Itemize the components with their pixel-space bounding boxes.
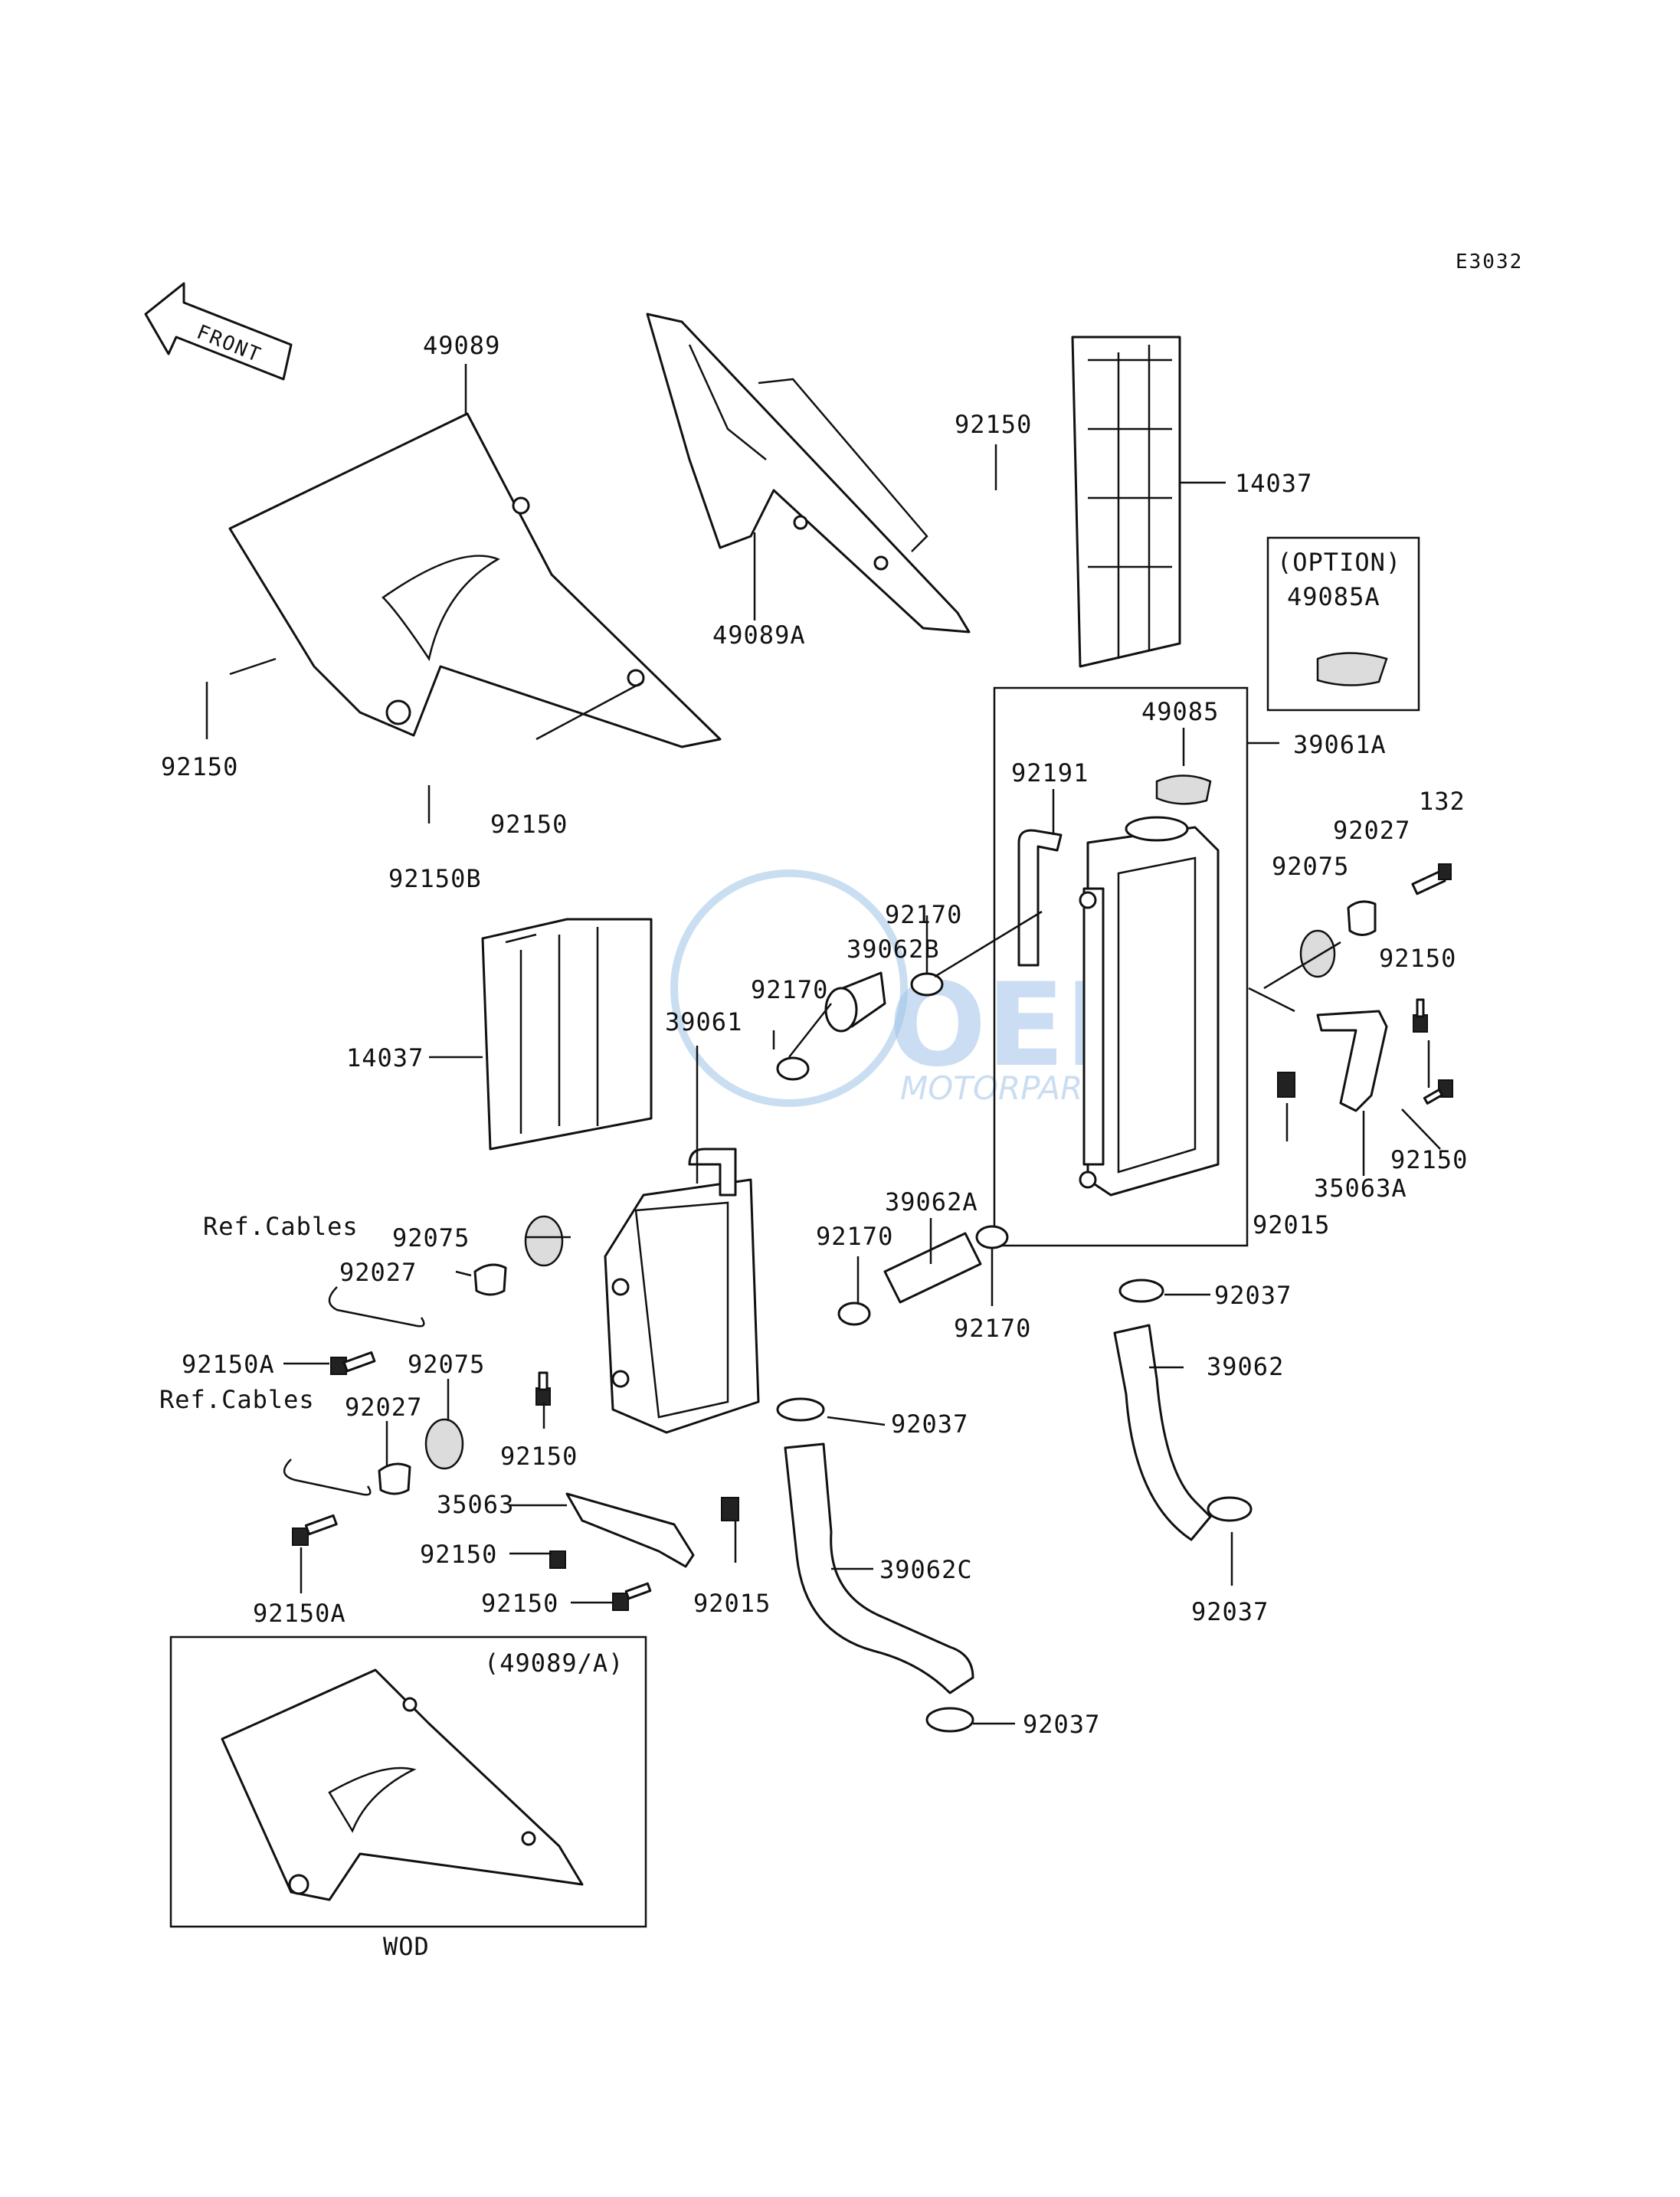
label-92037-right-1: 92037 — [1214, 1281, 1292, 1310]
label-39062: 39062 — [1207, 1352, 1284, 1381]
bolt-left-mid-icon — [535, 1371, 551, 1406]
grommet-left-lower — [424, 1418, 464, 1470]
radiator-left — [604, 1148, 760, 1434]
grommet-left-upper — [524, 1215, 564, 1267]
variant-title: (49089/A) — [484, 1649, 624, 1678]
clamp-92170-b — [776, 1056, 810, 1081]
clamp-bottom — [925, 1707, 974, 1733]
overflow-hose — [1017, 829, 1063, 967]
label-92037-bottom: 92037 — [1023, 1710, 1100, 1739]
label-92150-bottom-2: 92150 — [481, 1589, 558, 1618]
label-92037-right-2: 92037 — [1191, 1597, 1269, 1626]
label-92150A-2: 92150A — [253, 1599, 346, 1628]
label-92170-b: 92170 — [751, 975, 828, 1004]
label-92027-right: 92027 — [1333, 816, 1410, 845]
collar-right — [1347, 900, 1377, 936]
hose-39062b-end — [824, 987, 858, 1033]
option-title: (OPTION) — [1277, 548, 1401, 577]
label-92150-left-mid: 92150 — [500, 1442, 578, 1471]
clamp-right-lower — [1207, 1496, 1253, 1522]
cable-clip-upper — [328, 1286, 425, 1328]
bolt-92150a-lower-icon — [292, 1514, 338, 1546]
bolt-right-lower-icon — [1423, 1079, 1453, 1105]
clip-mid — [721, 1497, 739, 1521]
variant-caption: WOD — [383, 1932, 430, 1961]
clip-right — [1277, 1072, 1295, 1098]
label-92150B: 92150B — [388, 864, 482, 893]
bracket-left — [565, 1492, 695, 1568]
label-92150-right-2: 92150 — [1390, 1145, 1468, 1174]
bolt-132-icon — [1411, 863, 1452, 895]
clamp-right-upper — [1118, 1279, 1164, 1303]
label-132: 132 — [1419, 787, 1465, 816]
label-92075-left-2: 92075 — [408, 1350, 485, 1379]
label-92037-mid: 92037 — [891, 1410, 968, 1439]
label-39062B: 39062B — [847, 935, 940, 964]
radiator-grille-right — [1071, 336, 1181, 668]
label-92015-right: 92015 — [1253, 1210, 1330, 1239]
radiator-shroud — [228, 412, 722, 748]
bolt-92150a-upper-icon — [330, 1351, 376, 1375]
label-92150-mid: 92150 — [490, 810, 568, 839]
clamp-92170-d — [975, 1225, 1009, 1249]
label-92170-d: 92170 — [954, 1314, 1031, 1343]
clamp-mid — [776, 1397, 825, 1422]
leader-lines — [205, 364, 1441, 1725]
label-35063A: 35063A — [1314, 1174, 1407, 1203]
label-92150-right-1: 92150 — [1379, 944, 1456, 973]
label-92150-left: 92150 — [161, 752, 238, 781]
part-labels: 49089 49089A 92150 14037 92150 92150 921… — [159, 331, 1468, 1739]
variant-box: (49089/A) WOD — [169, 1635, 647, 1961]
radiator-grille-left — [481, 918, 653, 1151]
radiator-hose-right — [1113, 1324, 1212, 1541]
label-92075-right: 92075 — [1272, 852, 1349, 881]
grommet-right — [1299, 929, 1336, 978]
clamp-92170-a — [910, 972, 944, 997]
bolt-bottom-1-icon — [549, 1550, 566, 1569]
hose-39062a — [883, 1232, 982, 1304]
label-92170-a: 92170 — [885, 900, 962, 929]
bracket-right — [1316, 1010, 1388, 1112]
label-14037-top: 14037 — [1235, 469, 1312, 498]
label-92075-left-1: 92075 — [392, 1223, 470, 1252]
cable-clip-lower — [283, 1459, 372, 1496]
label-49089: 49089 — [423, 331, 500, 360]
label-49085: 49085 — [1141, 697, 1219, 726]
radiator-right-group-box — [993, 686, 1249, 1247]
label-92150-bottom-1: 92150 — [420, 1540, 497, 1569]
label-39061: 39061 — [665, 1007, 742, 1036]
option-box: (OPTION) 49085A — [1266, 536, 1420, 712]
label-92027-left-2: 92027 — [345, 1393, 422, 1422]
bolt-bottom-2-icon — [612, 1582, 652, 1611]
clamp-92170-c — [837, 1302, 871, 1326]
label-92027-left-1: 92027 — [339, 1258, 417, 1287]
label-39061A: 39061A — [1293, 730, 1387, 759]
label-ref-cables-1: Ref.Cables — [203, 1212, 359, 1241]
bolt-right-upper-icon — [1413, 998, 1428, 1033]
collar-left-lower — [378, 1462, 411, 1495]
label-49089A: 49089A — [712, 620, 806, 650]
cap-cushion-icon — [1316, 652, 1388, 686]
label-92015-mid: 92015 — [693, 1589, 771, 1618]
collar-left-upper — [473, 1263, 507, 1296]
option-part: 49085A — [1287, 582, 1380, 611]
front-arrow-icon: FRONT — [144, 282, 293, 381]
label-39062C: 39062C — [879, 1555, 973, 1584]
label-92150-top: 92150 — [955, 410, 1032, 439]
label-92191: 92191 — [1011, 758, 1089, 787]
shroud-inner-panel — [646, 313, 971, 634]
label-14037-left: 14037 — [346, 1043, 424, 1072]
radiator-cap-cushion — [1155, 774, 1212, 805]
radiator-right — [1079, 816, 1220, 1197]
diagram-code: E3032 — [1456, 250, 1523, 273]
radiator-hose-lower — [784, 1442, 974, 1694]
label-ref-cables-2: Ref.Cables — [159, 1385, 315, 1414]
label-35063: 35063 — [437, 1490, 514, 1519]
label-92170-c: 92170 — [816, 1222, 893, 1251]
label-92150A-1: 92150A — [182, 1350, 275, 1379]
label-39062A: 39062A — [885, 1187, 978, 1216]
